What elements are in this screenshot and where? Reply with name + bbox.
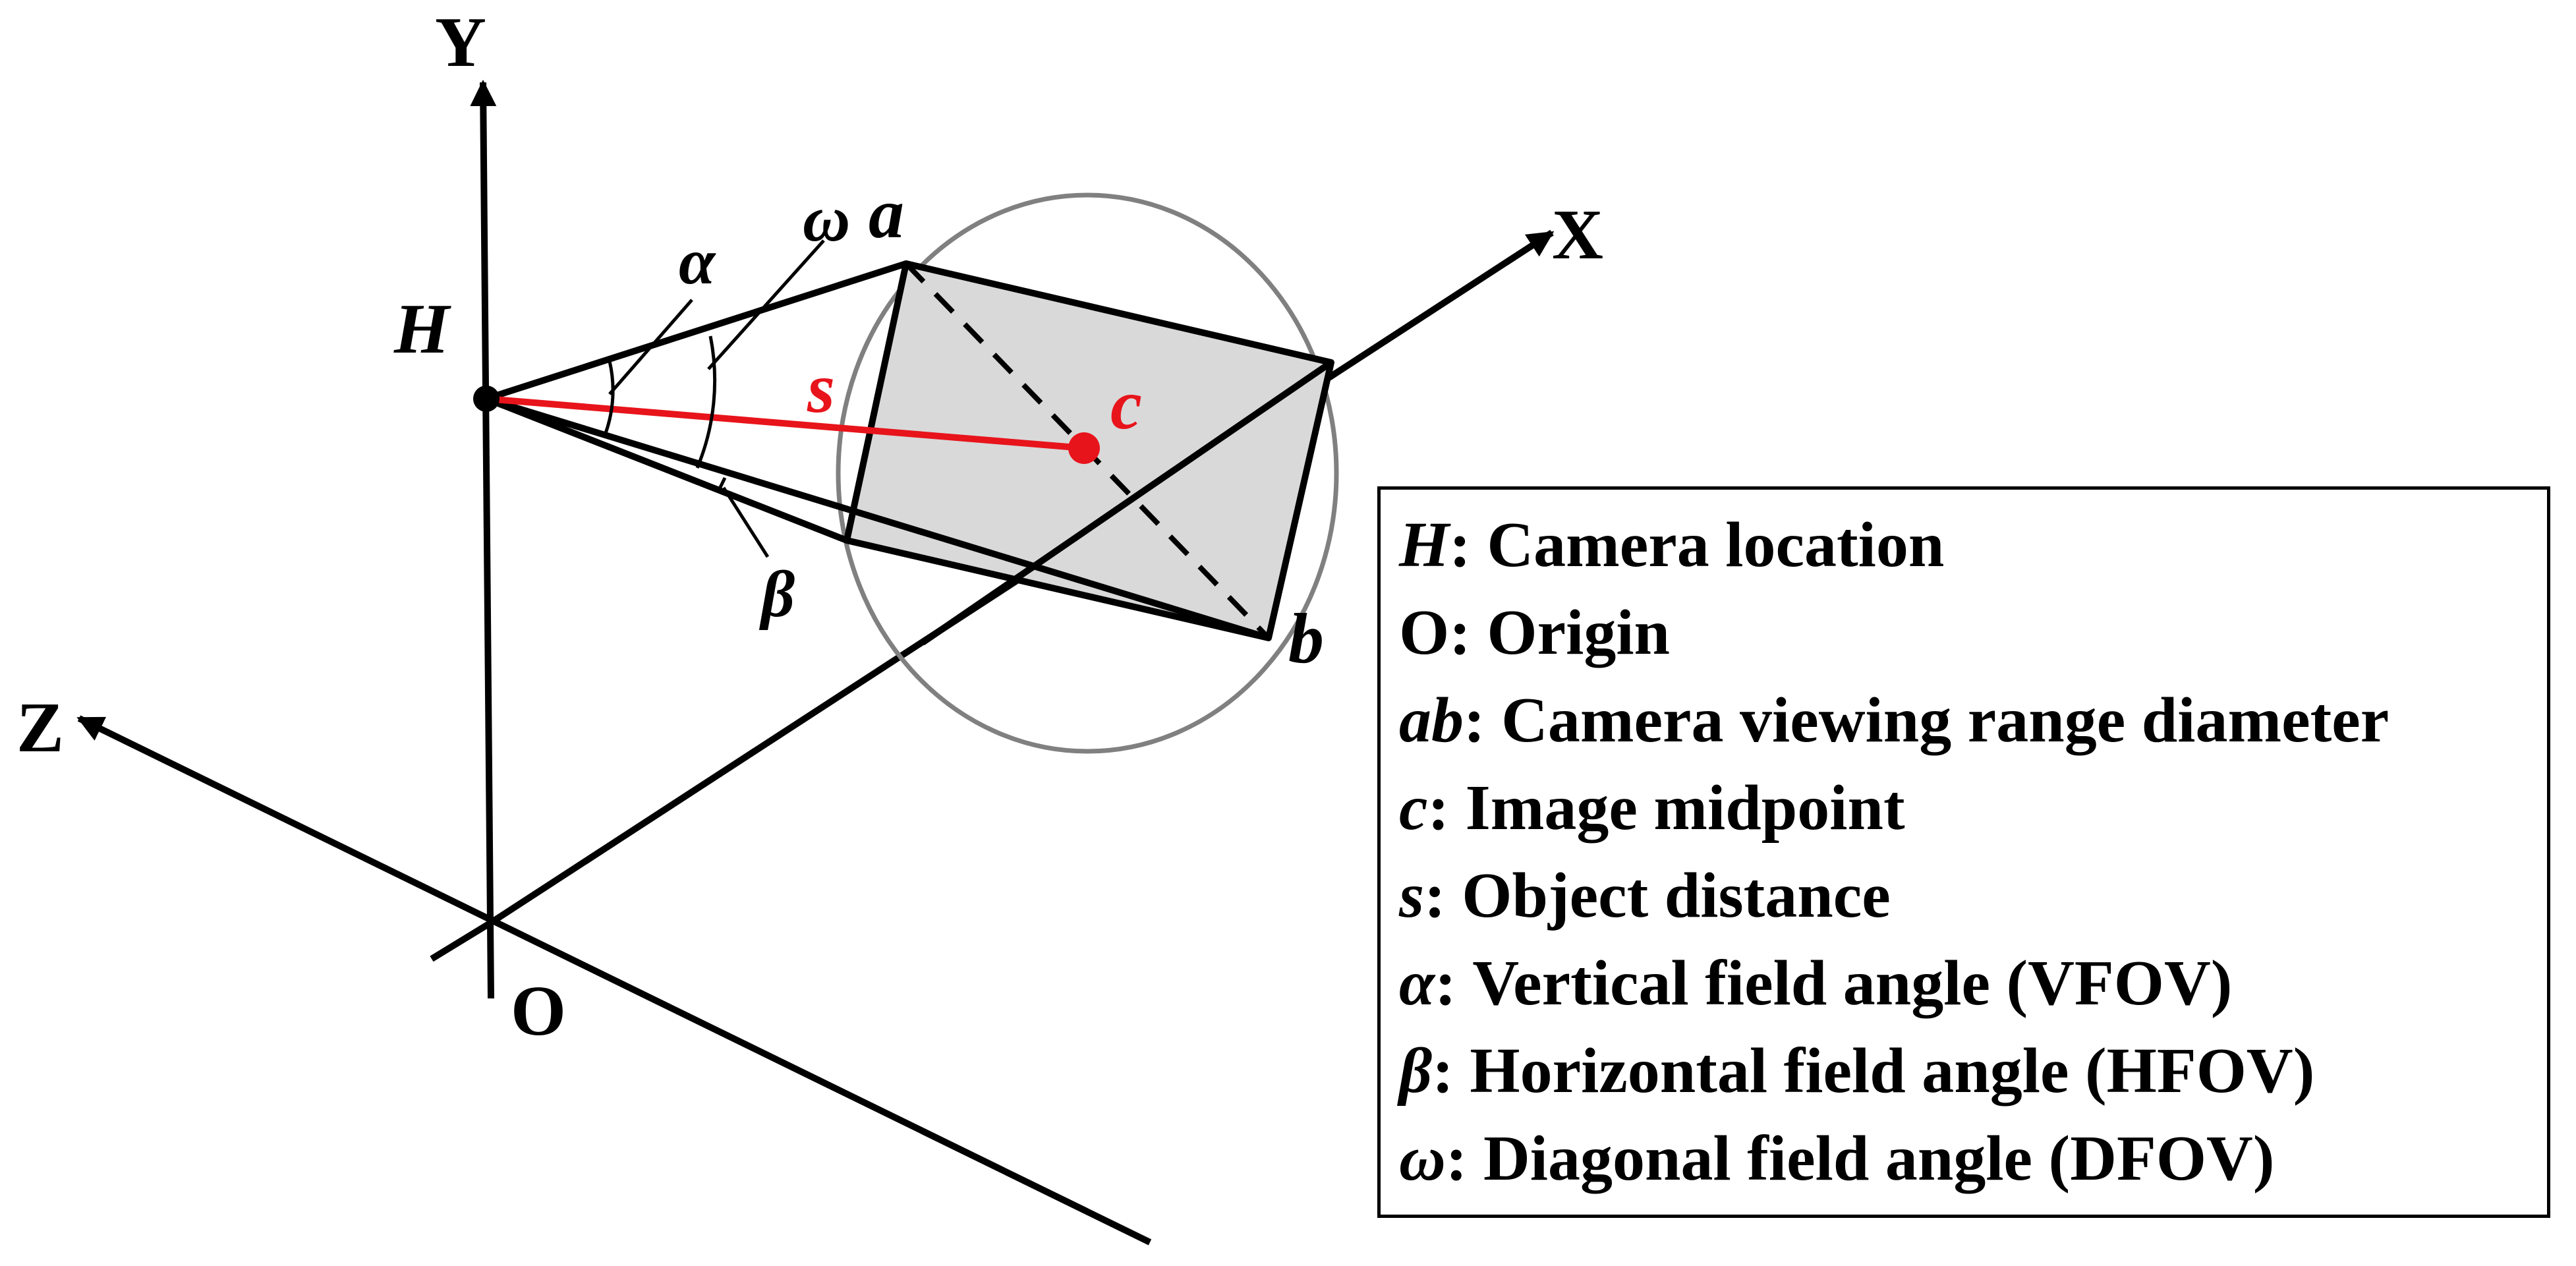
x-axis-over-plane xyxy=(921,359,1333,646)
legend-symbol: α xyxy=(1399,948,1435,1019)
legend-item: ab: Camera viewing range diameter xyxy=(1399,677,2547,764)
frustum-edge-diagonal xyxy=(485,395,1270,641)
omega-label: ω xyxy=(803,182,850,255)
legend-symbol: H xyxy=(1399,509,1450,581)
legend-item: ω: Diagonal field angle (DFOV) xyxy=(1399,1115,2547,1203)
legend-symbol: c xyxy=(1399,772,1428,844)
legend-item: α: Vertical field angle (VFOV) xyxy=(1399,940,2547,1027)
alpha-label: α xyxy=(679,225,716,298)
y-axis-label: Y xyxy=(435,3,486,82)
legend-text: : Camera location xyxy=(1449,509,1945,581)
legend-text: : Vertical field angle (VFOV) xyxy=(1435,948,2233,1019)
legend-symbol: β xyxy=(1399,1035,1433,1107)
legend-text: : Object distance xyxy=(1424,860,1891,931)
distance-label: s xyxy=(807,349,835,428)
legend-item: c: Image midpoint xyxy=(1399,764,2547,852)
beta-label: β xyxy=(758,558,795,631)
legend-item: H: Camera location xyxy=(1399,502,2547,589)
legend-symbol: ω xyxy=(1399,1123,1446,1194)
z-axis-label: Z xyxy=(16,689,64,767)
legend-item: O: Origin xyxy=(1399,589,2547,677)
legend-item: s: Object distance xyxy=(1399,852,2547,940)
midpoint-label: c xyxy=(1110,366,1142,444)
legend-symbol: ab xyxy=(1399,685,1464,756)
viewing-range-circle xyxy=(836,192,1339,754)
origin-label: O xyxy=(511,972,566,1050)
legend-text: : Image midpoint xyxy=(1427,772,1905,844)
origin-tick xyxy=(430,919,493,962)
z-axis xyxy=(76,715,1152,1246)
omega-leader xyxy=(707,239,825,370)
object-distance-line xyxy=(486,395,1085,451)
legend-item: β: Horizontal field angle (HFOV) xyxy=(1399,1027,2547,1115)
alpha-leader xyxy=(608,299,693,395)
alpha-arc xyxy=(603,360,615,436)
legend-symbol: s xyxy=(1399,860,1425,931)
x-axis-label: X xyxy=(1552,196,1603,274)
beta-leader xyxy=(722,486,770,558)
camera-point xyxy=(473,386,500,412)
beta-arc xyxy=(716,476,727,492)
legend-text: : Origin xyxy=(1449,597,1671,668)
legend-text: : Camera viewing range diameter xyxy=(1464,685,2390,756)
omega-arc xyxy=(695,335,717,469)
corner-b-label: b xyxy=(1288,600,1324,678)
legend-symbol: O xyxy=(1399,597,1450,668)
camera-label: H xyxy=(393,290,451,368)
frustum-edge-bottom xyxy=(485,395,848,544)
legend-text: : Diagonal field angle (DFOV) xyxy=(1445,1123,2275,1194)
legend-text: : Horizontal field angle (HFOV) xyxy=(1432,1035,2315,1107)
midpoint-c xyxy=(1068,432,1100,464)
corner-a-label: a xyxy=(869,175,904,253)
frustum-edge-top xyxy=(485,260,907,402)
y-axis xyxy=(470,80,497,999)
